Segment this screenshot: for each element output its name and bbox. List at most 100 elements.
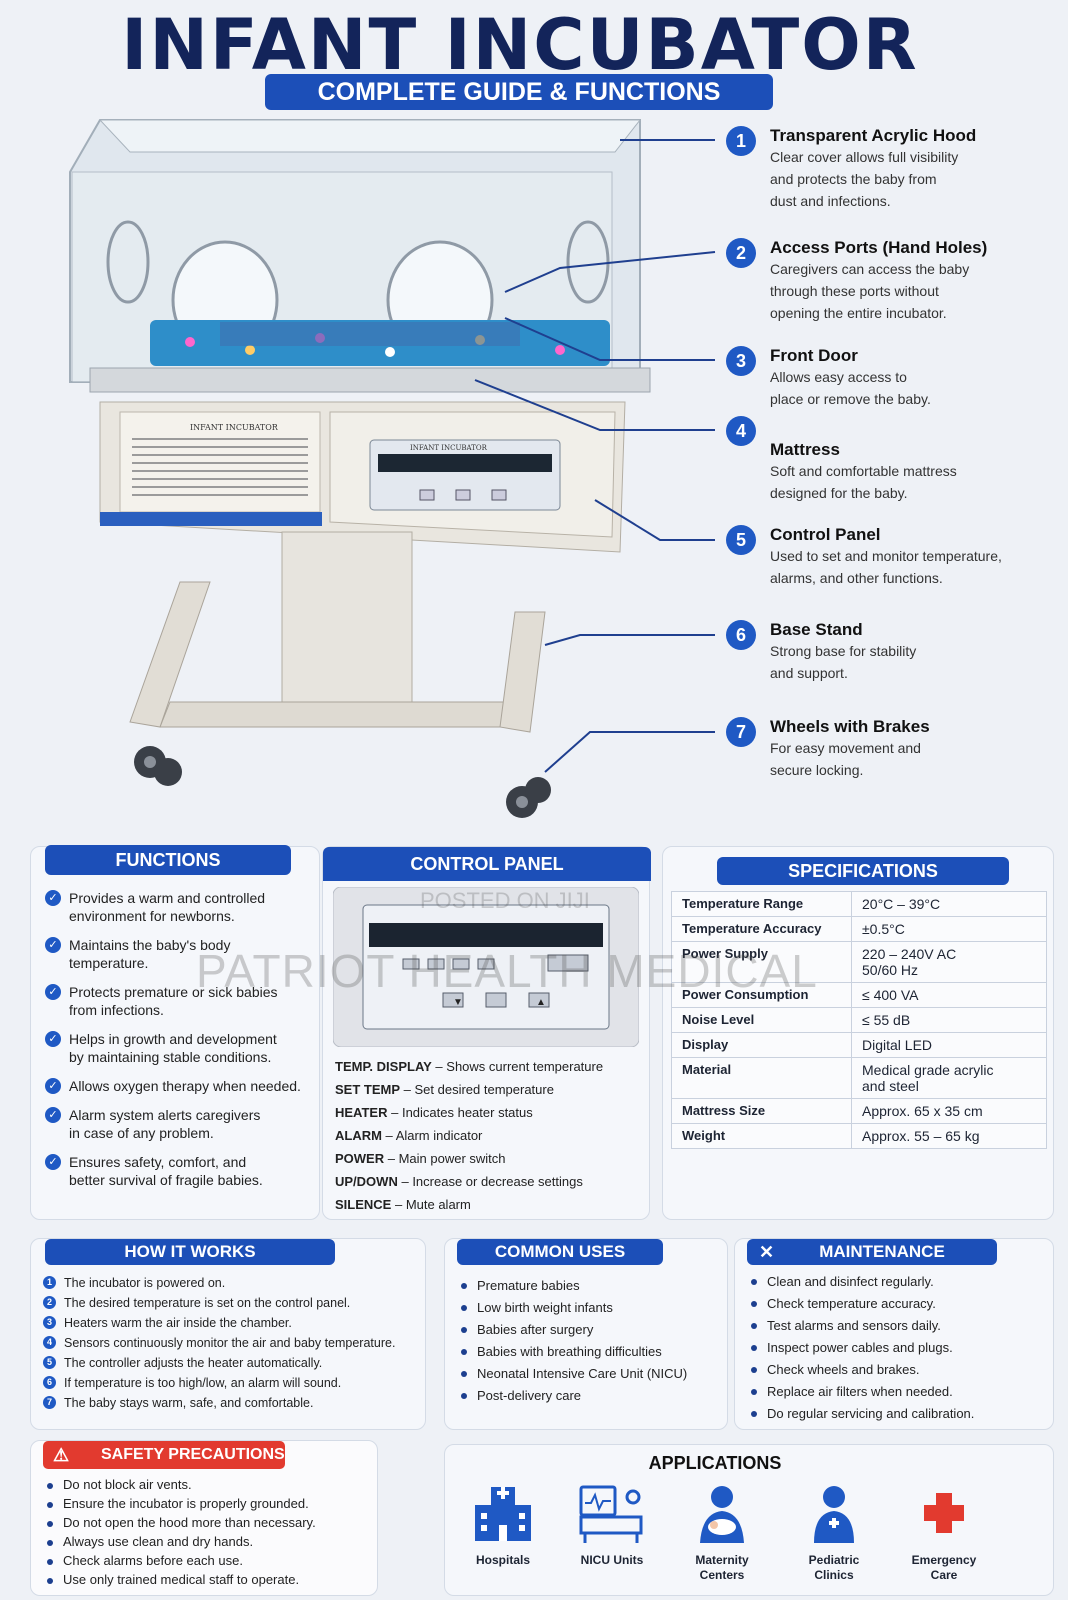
- spec-row: Noise Level≤ 55 dB: [671, 1007, 1047, 1033]
- svg-text:▼: ▼: [453, 997, 463, 1008]
- control-row: POWER – Main power switch: [335, 1151, 506, 1166]
- spec-value: 20°C – 39°C: [851, 891, 1047, 917]
- step-text: If temperature is too high/low, an alarm…: [64, 1376, 342, 1390]
- function-text: Alarm system alerts caregivers: [69, 1107, 261, 1123]
- step-text: The controller adjusts the heater automa…: [64, 1356, 323, 1370]
- callout-4: Mattress Soft and comfortable mattress d…: [770, 440, 1060, 504]
- use-item: Post-delivery care: [457, 1385, 727, 1407]
- callout-desc-line: and support.: [770, 665, 848, 681]
- control-desc: Indicates heater status: [401, 1105, 533, 1120]
- maintenance-heading: MAINTENANCE: [819, 1242, 945, 1261]
- control-key: SILENCE: [335, 1197, 392, 1212]
- step-text: The desired temperature is set on the co…: [64, 1296, 351, 1310]
- callout-desc-line: Strong base for stability: [770, 643, 917, 659]
- callout-desc-line: designed for the baby.: [770, 485, 908, 501]
- control-key: ALARM: [335, 1128, 382, 1143]
- maintenance-item: Check temperature accuracy.: [747, 1293, 1053, 1315]
- safety-item: Always use clean and dry hands.: [43, 1532, 377, 1551]
- check-icon: ✓: [45, 890, 61, 906]
- safety-item: Use only trained medical staff to operat…: [43, 1570, 377, 1589]
- function-text: Protects premature or sick babies: [69, 984, 278, 1000]
- step-number: 7: [43, 1396, 56, 1409]
- page-title: INFANT INCUBATOR: [121, 4, 919, 86]
- control-panel-heading: CONTROL PANEL: [323, 847, 651, 881]
- application-emergency: Emergency Care: [901, 1481, 987, 1583]
- function-item: ✓ Provides a warm and controlled environme…: [45, 889, 317, 925]
- control-row: HEATER – Indicates heater status: [335, 1105, 533, 1120]
- spec-row: Temperature Accuracy±0.5°C: [671, 916, 1047, 942]
- check-icon: ✓: [45, 984, 61, 1000]
- safety-item: Do not open the hood more than necessary…: [43, 1513, 377, 1532]
- use-item: Babies after surgery: [457, 1319, 727, 1341]
- callout-number: 6: [726, 620, 756, 650]
- callout-desc-line: Clear cover allows full visibility: [770, 149, 959, 165]
- function-text: environment for newborns.: [69, 908, 235, 924]
- maintenance-item: Clean and disinfect regularly.: [747, 1271, 1053, 1293]
- doctor-icon: [814, 1486, 854, 1543]
- application-label: Pediatric Clinics: [808, 1553, 860, 1582]
- spec-value: ≤ 400 VA: [851, 982, 1047, 1008]
- step-number: 1: [43, 1276, 56, 1289]
- application-nicu: NICU Units: [569, 1481, 655, 1568]
- application-pediatric: Pediatric Clinics: [791, 1481, 877, 1583]
- spec-key: Power Supply: [671, 941, 852, 983]
- control-desc: Main power switch: [398, 1151, 506, 1166]
- function-item: ✓ Allows oxygen therapy when needed.: [45, 1077, 317, 1095]
- control-row: ALARM – Alarm indicator: [335, 1128, 483, 1143]
- callout-desc-line: Used to set and monitor temperature,: [770, 548, 1002, 564]
- callout-desc-line: through these ports without: [770, 283, 939, 299]
- callout-desc-line: opening the entire incubator.: [770, 305, 947, 321]
- callout-title: Front Door: [770, 346, 858, 365]
- function-text: better survival of fragile babies.: [69, 1172, 263, 1188]
- maintenance-heading-pill: ✕ MAINTENANCE: [747, 1239, 997, 1265]
- functions-heading: FUNCTIONS: [45, 845, 291, 875]
- side-label: INFANT INCUBATOR: [190, 423, 279, 432]
- callout-title: Mattress: [770, 440, 840, 459]
- callout-number: 4: [726, 416, 756, 446]
- nicu-monitor-icon: [579, 1485, 643, 1543]
- maintenance-item: Test alarms and sensors daily.: [747, 1315, 1053, 1337]
- common-uses-heading: COMMON USES: [457, 1239, 663, 1265]
- control-desc: Alarm indicator: [395, 1128, 483, 1143]
- check-icon: ✓: [45, 1078, 61, 1094]
- maintenance-item: Do regular servicing and calibration.: [747, 1403, 1053, 1425]
- step-text: Sensors continuously monitor the air and…: [64, 1336, 396, 1350]
- maintenance-panel: ✕ MAINTENANCE Clean and disinfect regula…: [734, 1238, 1054, 1430]
- page-subtitle: COMPLETE GUIDE & FUNCTIONS: [265, 74, 773, 110]
- callout-number: 3: [726, 346, 756, 376]
- function-text: Provides a warm and controlled: [69, 890, 266, 906]
- check-icon: ✓: [45, 937, 61, 953]
- control-panel-image: ▼ ▲: [333, 887, 639, 1047]
- use-item: Babies with breathing difficulties: [457, 1341, 727, 1363]
- step-text: Heaters warm the air inside the chamber.: [64, 1316, 292, 1330]
- use-item: Neonatal Intensive Care Unit (NICU): [457, 1363, 727, 1385]
- function-text: Allows oxygen therapy when needed.: [69, 1078, 301, 1094]
- control-desc: Shows current temperature: [446, 1059, 604, 1074]
- control-desc: Increase or decrease settings: [412, 1174, 583, 1189]
- callout-desc-line: dust and infections.: [770, 193, 891, 209]
- step-number: 3: [43, 1316, 56, 1329]
- spec-value: Digital LED: [851, 1032, 1047, 1058]
- callout-desc-line: Caregivers can access the baby: [770, 261, 970, 277]
- base-stand: [129, 531, 546, 733]
- function-text: from infections.: [69, 1002, 164, 1018]
- applications-panel: APPLICATIONS Hospitals NICU Units Mate: [444, 1444, 1054, 1596]
- function-text: Helps in growth and development: [69, 1031, 277, 1047]
- hospital-icon: [475, 1487, 531, 1541]
- common-uses-panel: COMMON USES Premature babies Low birth w…: [444, 1238, 728, 1430]
- step-number: 4: [43, 1336, 56, 1349]
- application-hospitals: Hospitals: [463, 1481, 543, 1568]
- callout-title: Control Panel: [770, 525, 881, 544]
- application-label: Hospitals: [475, 1553, 530, 1567]
- callout-title: Wheels with Brakes: [770, 717, 930, 736]
- control-row: SILENCE – Mute alarm: [335, 1197, 471, 1212]
